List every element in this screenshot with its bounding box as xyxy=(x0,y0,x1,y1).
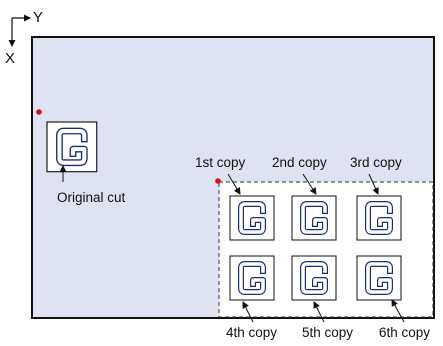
copy-3rd-pointer xyxy=(368,173,379,195)
original-cut-label: Original cut xyxy=(57,190,126,205)
copy-origin-marker xyxy=(215,178,221,184)
copy-6th-pointer xyxy=(391,299,405,323)
axes-indicator: Y X xyxy=(5,9,43,67)
copy-4th-pointer xyxy=(242,301,254,323)
original-cut: Original cut xyxy=(47,122,126,205)
copy-1st: 1st copy xyxy=(195,155,274,240)
copy-1st-label: 1st copy xyxy=(195,155,246,170)
original-origin-marker xyxy=(36,109,42,115)
copy-4th: 4th copy xyxy=(226,256,277,340)
copy-5th-pointer xyxy=(313,301,325,323)
x-axis-label: X xyxy=(5,50,15,67)
copy-3rd: 3rd copy xyxy=(350,155,402,240)
copy-2nd-pointer xyxy=(302,173,317,195)
copy-1st-pointer xyxy=(227,173,241,195)
copy-3rd-label: 3rd copy xyxy=(350,155,402,170)
y-axis-label: Y xyxy=(33,9,43,26)
copy-2nd: 2nd copy xyxy=(272,155,336,240)
copy-6th-label: 6th copy xyxy=(379,325,430,340)
copy-6th: 6th copy xyxy=(357,256,430,340)
copy-4th-label: 4th copy xyxy=(226,325,277,340)
copy-2nd-label: 2nd copy xyxy=(272,155,327,170)
copy-5th-label: 5th copy xyxy=(302,325,353,340)
copy-5th: 5th copy xyxy=(292,256,353,340)
